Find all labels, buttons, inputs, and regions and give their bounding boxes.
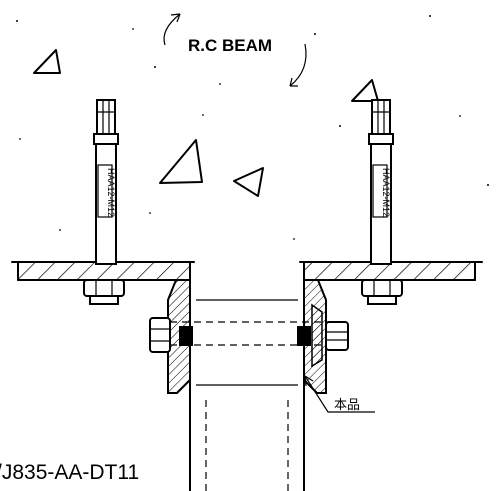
drawing-number: /J835-AA-DT11 (0, 461, 139, 484)
nut-left (149, 317, 171, 353)
bolt-label-right: HAA12-M12 (381, 168, 391, 217)
nut-right (325, 321, 349, 351)
anchor-bolt-right: HAA12-M12 (361, 99, 403, 305)
aggregate-marks (33, 49, 379, 197)
leader-arrows (163, 13, 307, 87)
part-label: 本品 (334, 397, 360, 412)
washer-right (311, 303, 323, 368)
bolt-label-left: HAA12-M12 (106, 168, 116, 217)
aggregate-triangle (233, 167, 264, 197)
aggregate-triangle (351, 79, 379, 102)
rubber-pad-left (179, 326, 193, 346)
aggregate-triangle (159, 139, 203, 184)
arrow-right (289, 43, 307, 87)
part-callout: 本品 (304, 375, 375, 413)
arrow-top (163, 13, 181, 46)
rubber-pad-right (297, 326, 311, 346)
anchor-nut-left (83, 279, 125, 297)
ceiling-slab (11, 261, 483, 281)
pipe (189, 261, 305, 491)
speckle-dots (16, 15, 489, 240)
anchor-bolt-left: HAA12-M12 (83, 99, 125, 305)
through-bolt (149, 303, 349, 368)
anchor-nut-right (361, 279, 403, 297)
aggregate-triangle (33, 49, 61, 74)
beam-label: R.C BEAM (188, 36, 272, 55)
